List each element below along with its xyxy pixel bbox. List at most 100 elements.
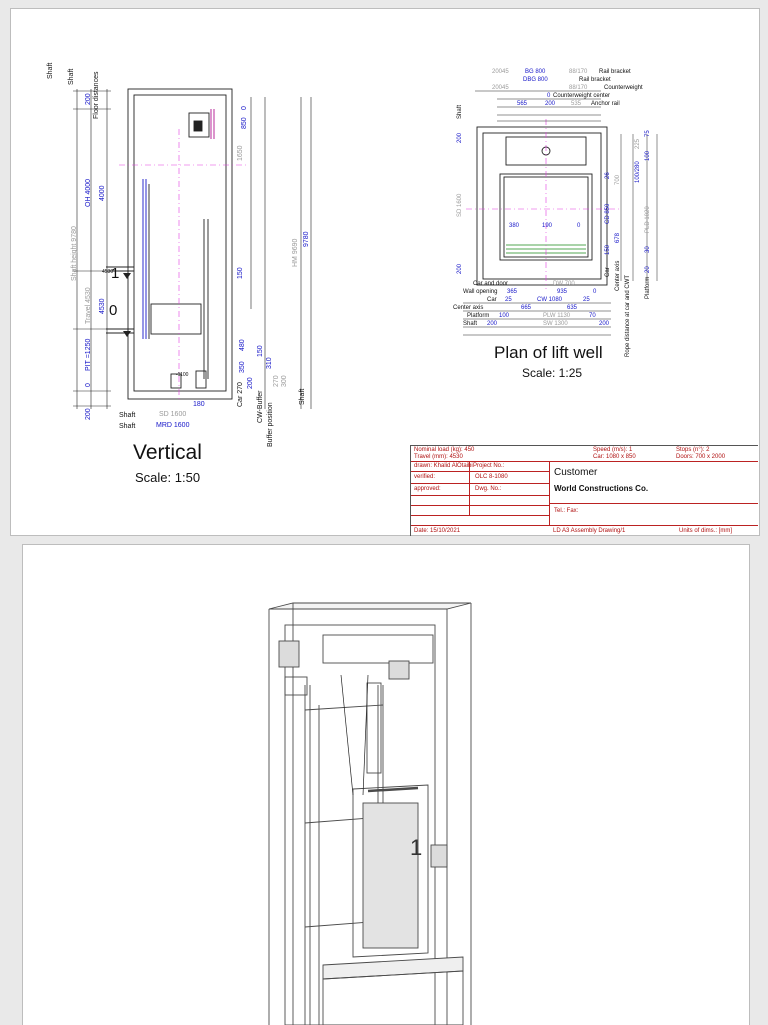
level-4530: 4530 (102, 269, 114, 275)
row-label: Shaft (463, 321, 478, 327)
plan-row-shaft: Shaft 200 SW 1300 200 (443, 321, 623, 329)
plan-20: 20 (645, 266, 651, 273)
v2: PLW 1130 (543, 313, 571, 319)
project-no-label: Project No.: (473, 463, 505, 469)
plan-700: 700 (615, 174, 621, 185)
v1: 100 (499, 313, 510, 319)
mrd-1600-label: MRD 1600 (156, 422, 190, 429)
dim-a: 20045 (492, 85, 509, 91)
plan-row-anchor-rail: 565 200 535 Anchor rail (487, 101, 687, 109)
v2: DW 700 (553, 281, 575, 287)
v3: 0 (593, 289, 597, 295)
approved: approved: (414, 486, 441, 492)
vertical-title: Vertical (133, 441, 202, 464)
drawing-name: LD A3 Assembly Drawing/1 (553, 528, 626, 534)
plan-car: Car (605, 267, 611, 277)
plan-top-dimensions: 20045 BG 800 88/170 Rail bracket DBG 800… (487, 69, 687, 109)
stops: Stops (n°): 2 (676, 447, 710, 453)
title-block: Nominal load (kg): 450 Travel (mm): 4530… (410, 445, 758, 536)
v3: 25 (583, 297, 590, 303)
elevator-3d-model (268, 602, 472, 1025)
v2: SW 1300 (543, 321, 568, 327)
doors: Doors: 700 x 2000 (676, 454, 726, 460)
plan-platform: Platform (645, 276, 651, 299)
plan-scale: Scale: 1:25 (522, 366, 583, 380)
date: Date: 15/10/2021 (414, 528, 461, 534)
drawing-sheet: Shaft Shaft Floor distances Shaft height… (10, 8, 760, 536)
customer-label: Customer (554, 467, 598, 478)
v3: 200 (599, 321, 610, 327)
drawn-by: drawn: Khalid AlOtaibi (414, 463, 473, 469)
tel-fax: Tel.: Fax: (554, 508, 579, 514)
plan-row-platform: Platform 100 PLW 1130 70 (443, 313, 623, 321)
v2: 935 (557, 289, 568, 295)
plan-row-rail-bracket-1: 20045 BG 800 88/170 Rail bracket (487, 69, 687, 77)
tb-left: drawn: Khalid AlOtaibi Project No.: veri… (411, 461, 550, 525)
plan-200-b: 200 (457, 263, 463, 274)
v1: 665 (521, 305, 532, 311)
v1: 365 (507, 289, 518, 295)
v2: CW 1080 (537, 297, 563, 303)
plan-center-axis: Center axis (615, 260, 621, 291)
plan-sd-label: SD 1600 (457, 193, 463, 217)
dim-a: 565 (517, 101, 528, 107)
plan-pld-label: PLD 1020 (645, 206, 651, 233)
dim-b: DBG 800 (523, 77, 548, 83)
plan-drawing (463, 90, 658, 336)
row-label: Wall opening (463, 289, 498, 295)
plan-26: 26 (605, 172, 611, 179)
sd-1600-label: SD 1600 (159, 411, 187, 418)
plan-inner-380: 380 (509, 223, 520, 229)
row-label: Rail bracket (579, 77, 611, 83)
plan-150: 150 (605, 244, 611, 255)
travel: Travel (mm): 4530 (414, 454, 463, 460)
level-m1100: -1100 (176, 372, 189, 378)
units: Units of dims.: [mm] (679, 528, 733, 534)
row-label: Platform (467, 313, 490, 319)
row-label: Car (487, 297, 497, 303)
shaft-mrd-label: Shaft (119, 423, 136, 430)
floor-0-label: 0 (109, 302, 118, 319)
tb-row-specs: Nominal load (kg): 450 Travel (mm): 4530… (411, 446, 758, 462)
nominal-load: Nominal load (kg): 450 (414, 447, 475, 453)
plan-200-a: 200 (457, 132, 463, 143)
dwg-no: Dwg. No.: (475, 486, 502, 492)
speed: Speed (m/s): 1 (593, 447, 633, 453)
plan-row-rail-bracket-2: DBG 800 Rail bracket (487, 77, 687, 85)
plan-cd-label: CD 850 (605, 203, 611, 224)
plan-inner-190: 190 (542, 223, 553, 229)
plan-title: Plan of lift well (494, 343, 603, 362)
car-size: Car: 1080 x 850 (593, 454, 636, 460)
plan-678: 678 (615, 232, 621, 243)
v3: 70 (589, 313, 596, 319)
tb-customer: Customer World Constructions Co. Tel.: F… (550, 461, 758, 525)
v1: 200 (487, 321, 498, 327)
row-label: Center axis (453, 305, 484, 311)
dim-b: 0 (547, 93, 551, 99)
plan-row-counterweight-center: 0 Counterweight center (487, 93, 687, 101)
plan-shaft-left: Shaft (457, 104, 463, 119)
vertical-scale: Scale: 1:50 (135, 470, 201, 485)
row-label: Rail bracket (599, 69, 631, 75)
row-label: Counterweight center (553, 93, 611, 99)
plan-225: 225 (635, 138, 641, 149)
model-3d-sheet: 1 (22, 544, 750, 1025)
plan-75: 75 (645, 130, 651, 137)
plan-row-car-and-door: Car and door DW 700 (443, 281, 623, 289)
model-floor-1-label: 1 (410, 835, 423, 860)
plan-row-car: Car 25 CW 1080 25 (443, 297, 623, 305)
plan-100: 100 (645, 150, 651, 161)
dim-c: 535 (571, 101, 582, 107)
plan-row-center-axis: Center axis 665 635 (443, 305, 623, 313)
dim-a: 20045 (492, 69, 509, 75)
plan-30: 30 (645, 246, 651, 253)
row-label: Car and door (473, 281, 509, 287)
dim-b: BG 800 (525, 69, 546, 75)
customer-name: World Constructions Co. (554, 484, 649, 493)
tb-row-footer: Date: 15/10/2021 LD A3 Assembly Drawing/… (411, 525, 758, 537)
vertical-section-drawing (73, 88, 312, 409)
plan-row-counterweight: 20045 88/170 Counterweight (487, 85, 687, 93)
dim-c: 88/170 (569, 85, 588, 91)
floor-1-label: 1 (111, 265, 120, 282)
plan-row-wall-opening: Wall opening 365 935 0 (443, 289, 623, 297)
